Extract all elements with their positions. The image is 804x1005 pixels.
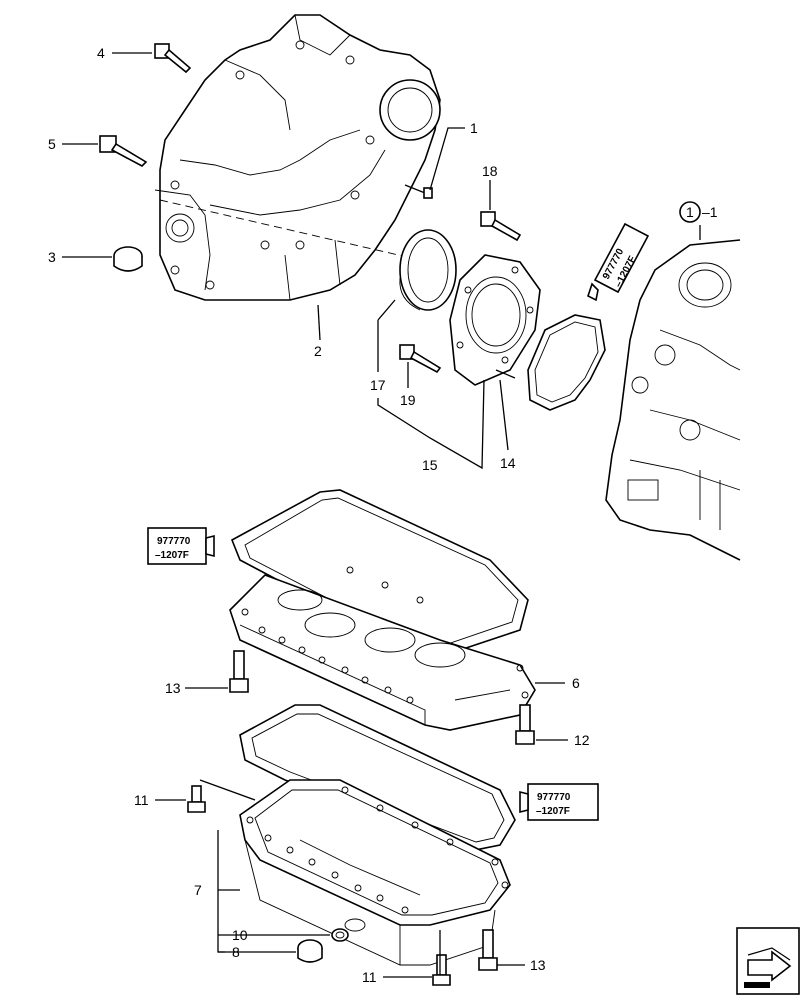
- drain-plug-8: [297, 939, 323, 963]
- bolt-11-bottom: [432, 954, 451, 986]
- bolt-11-left: [187, 785, 206, 813]
- callout-5: 5: [48, 136, 56, 152]
- gasket-14: [527, 314, 606, 411]
- sealant-tube-lower: 977770 –1207F: [519, 783, 599, 821]
- next-page-arrow-icon[interactable]: [736, 927, 800, 995]
- sealant-tube-middle: 977770 –1207F: [147, 527, 215, 565]
- callout-11-bottom: 11: [362, 969, 377, 985]
- bolt-18: [480, 211, 522, 242]
- bolt-12: [515, 704, 535, 745]
- callout-2: 2: [314, 343, 322, 359]
- bolt-4: [154, 43, 192, 74]
- callout-15: 15: [422, 457, 438, 473]
- circled-ref-suffix: –1: [702, 204, 718, 220]
- oil-seal-17: [399, 229, 457, 311]
- callout-4: 4: [97, 45, 105, 61]
- sealant-tube-middle-label-2: –1207F: [155, 550, 189, 561]
- callout-17: 17: [370, 377, 386, 393]
- bolt-5: [99, 135, 148, 167]
- lower-pan-gasket: [239, 704, 516, 851]
- callout-1: 1: [470, 120, 478, 136]
- callout-10: 10: [232, 927, 248, 943]
- sealant-tube-middle-label-1: 977770: [157, 536, 191, 547]
- upper-oil-pan: [229, 566, 536, 731]
- circled-ref: 1 –1: [679, 201, 718, 240]
- callout-18: 18: [482, 163, 498, 179]
- bolt-13-upper: [229, 650, 249, 693]
- seal-retainer-housing: [449, 254, 541, 386]
- callout-14: 14: [500, 455, 516, 471]
- plug-3: [113, 246, 143, 272]
- washer-10: [331, 928, 349, 942]
- callout-13-lower: 13: [530, 957, 546, 973]
- callout-13-upper: 13: [165, 680, 181, 696]
- callout-6: 6: [572, 675, 580, 691]
- flywheel-housing: [154, 14, 441, 301]
- leader-lines: [62, 52, 568, 978]
- bolt-19: [399, 344, 442, 374]
- sealant-tube-lower-label-2: –1207F: [536, 806, 570, 817]
- callout-12: 12: [574, 732, 590, 748]
- callout-labels: 4 5 3 2 1 18 17 19 15 14 13 6 12 11 7 10…: [48, 45, 590, 985]
- circled-ref-number: 1: [686, 204, 694, 220]
- callout-7: 7: [194, 882, 202, 898]
- bolt-13-lower: [478, 929, 498, 971]
- sealant-tube-upper: 977770 –1207F: [587, 222, 650, 302]
- callout-11-left: 11: [134, 792, 149, 808]
- callout-19: 19: [400, 392, 416, 408]
- cylinder-block: [605, 239, 741, 561]
- callout-3: 3: [48, 249, 56, 265]
- callout-8: 8: [232, 944, 240, 960]
- sealant-tube-lower-label-1: 977770: [537, 792, 571, 803]
